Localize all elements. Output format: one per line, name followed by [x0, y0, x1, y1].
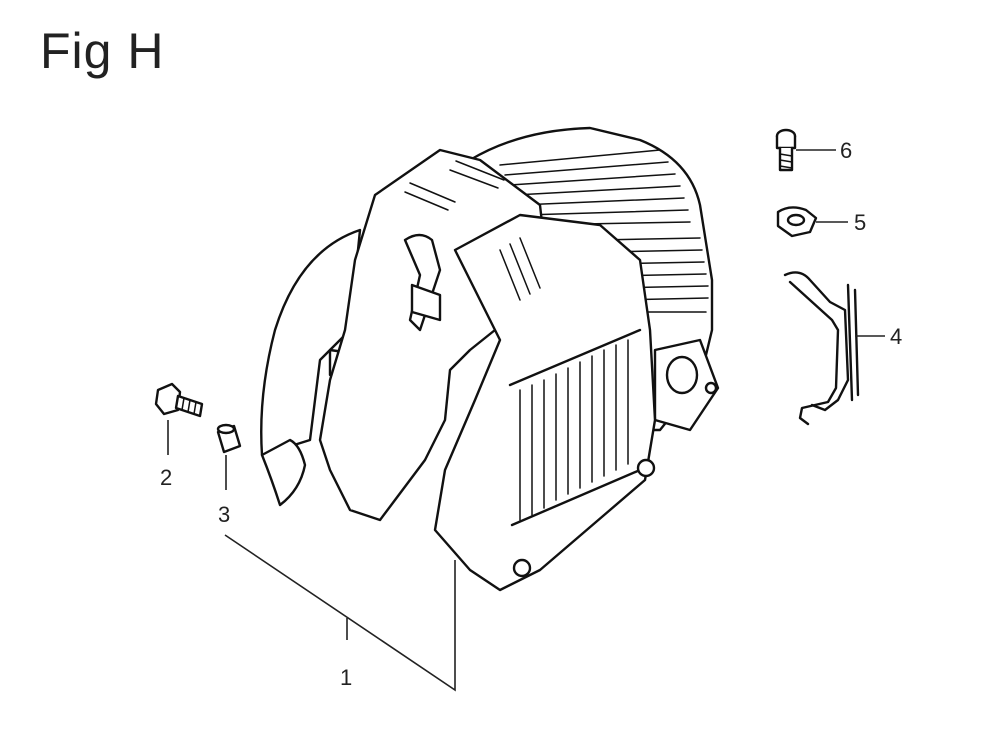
- cover-skirt: [260, 228, 362, 457]
- callout-4: 4: [890, 324, 902, 349]
- screw-part: [775, 128, 797, 172]
- figure-title: Fig H: [40, 23, 165, 79]
- leader-lines: [167, 149, 885, 692]
- callout-5: 5: [854, 210, 866, 235]
- callout-3: 3: [218, 502, 230, 527]
- clip-part: [776, 206, 818, 238]
- collar-part: [216, 423, 242, 454]
- wire-bracket-part: [783, 271, 860, 426]
- callout-6: 6: [840, 138, 852, 163]
- engine-cover-part: [260, 126, 720, 592]
- callout-2: 2: [160, 465, 172, 490]
- fan-housing: [433, 213, 657, 592]
- callout-1: 1: [340, 665, 352, 690]
- bolt-part: [154, 382, 204, 418]
